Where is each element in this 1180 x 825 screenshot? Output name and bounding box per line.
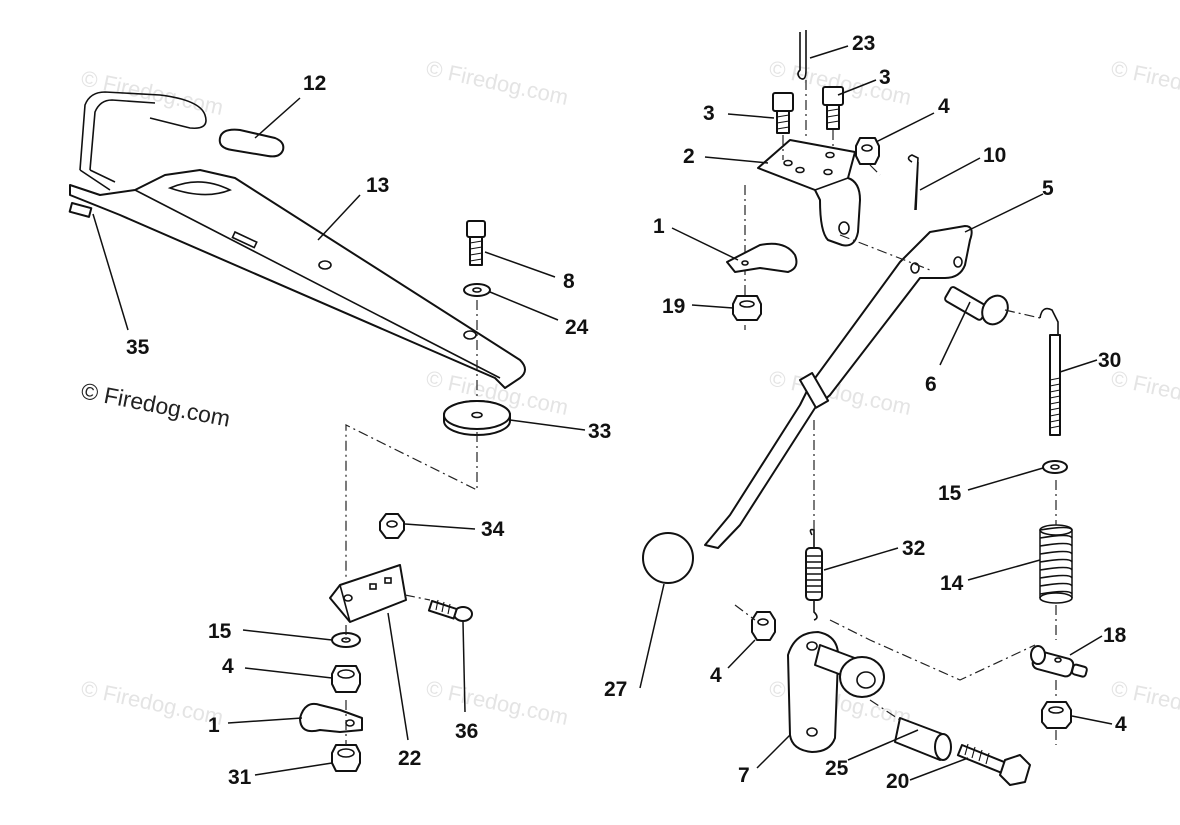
- watermark: © Firedog.com: [424, 55, 571, 110]
- leader-lines: [92, 45, 1113, 781]
- part-4-nut: [751, 611, 776, 641]
- callout-35: 35: [126, 336, 150, 359]
- callout-27: 27: [604, 678, 627, 701]
- part-13-bracket: [69, 169, 526, 389]
- watermark: © Firedog.com: [424, 675, 571, 730]
- part-27-knob: [642, 532, 694, 584]
- callout-7: 7: [738, 764, 750, 787]
- callout-19: 19: [662, 295, 685, 318]
- callout-8: 8: [563, 270, 575, 293]
- callout-3: 3: [703, 102, 715, 125]
- callout-1: 1: [208, 714, 220, 737]
- part-10-cotter-pin: [907, 154, 919, 211]
- callout-4: 4: [710, 664, 722, 687]
- callout-4: 4: [1115, 713, 1127, 736]
- part-23-cotter-pin: [797, 30, 807, 80]
- copyright-label: © Firedog.com: [79, 377, 232, 431]
- callout-18: 18: [1103, 624, 1127, 647]
- part-19-nut: [732, 295, 762, 321]
- callout-36: 36: [455, 720, 478, 743]
- watermark: © Firedog.com: [1109, 365, 1180, 420]
- callout-25: 25: [825, 757, 849, 780]
- part-4-nut: [855, 137, 880, 165]
- callout-12: 12: [303, 72, 326, 95]
- callout-15: 15: [208, 620, 232, 643]
- part-3-bolt: [822, 86, 844, 130]
- callout-15: 15: [938, 482, 962, 505]
- part-22-bracket: [329, 564, 407, 623]
- watermark: © Firedog.com: [79, 675, 226, 730]
- part-4-nut: [1041, 701, 1072, 729]
- callout-4: 4: [222, 655, 234, 678]
- part-36-bolt: [427, 599, 473, 622]
- watermark: © Firedog.com: [1109, 55, 1180, 110]
- callout-20: 20: [886, 770, 909, 793]
- part-4-nut: [331, 665, 361, 693]
- part-3-bolt: [772, 92, 794, 134]
- callout-3: 3: [879, 66, 891, 89]
- callout-14: 14: [940, 572, 964, 595]
- part-24-washer: [463, 283, 491, 297]
- callout-2: 2: [683, 145, 695, 168]
- part-2-bracket: [757, 139, 861, 247]
- callout-34: 34: [481, 518, 505, 541]
- part-31-nut: [331, 744, 361, 772]
- callout-23: 23: [852, 32, 875, 55]
- part-12-guard: [79, 91, 285, 191]
- callout-30: 30: [1098, 349, 1121, 372]
- callout-1: 1: [653, 215, 665, 238]
- part-shaft-collar: [814, 644, 885, 698]
- part-20-bolt: [956, 743, 1031, 786]
- callout-13: 13: [366, 174, 389, 197]
- callout-33: 33: [588, 420, 611, 443]
- part-8-bolt: [466, 220, 486, 266]
- part-1-clip: [726, 242, 798, 273]
- part-32-spring: [805, 528, 823, 621]
- part-15-washer: [1042, 460, 1068, 474]
- part-30-rod: [1039, 307, 1061, 436]
- callout-10: 10: [983, 144, 1006, 167]
- part-1-clip: [299, 702, 363, 733]
- callout-22: 22: [398, 747, 421, 770]
- part-6-bolt: [944, 286, 1009, 326]
- callout-4: 4: [938, 95, 950, 118]
- watermarks: © Firedog.com © Firedog.com © Firedog.co…: [79, 55, 1180, 730]
- part-14-spring: [1039, 524, 1073, 604]
- part-33-washer: [443, 400, 511, 436]
- callout-31: 31: [228, 766, 252, 789]
- part-34-nut: [379, 513, 405, 539]
- part-25-tube: [894, 717, 952, 761]
- callout-6: 6: [925, 373, 937, 396]
- callout-32: 32: [902, 537, 925, 560]
- part-18-pin: [1030, 645, 1088, 678]
- callout-24: 24: [565, 316, 589, 339]
- callouts: 12 13 35 8 24 33 34 15 4 1 31 22 36 23 3…: [126, 32, 1127, 793]
- part-35-pin: [68, 202, 93, 218]
- callout-5: 5: [1042, 177, 1054, 200]
